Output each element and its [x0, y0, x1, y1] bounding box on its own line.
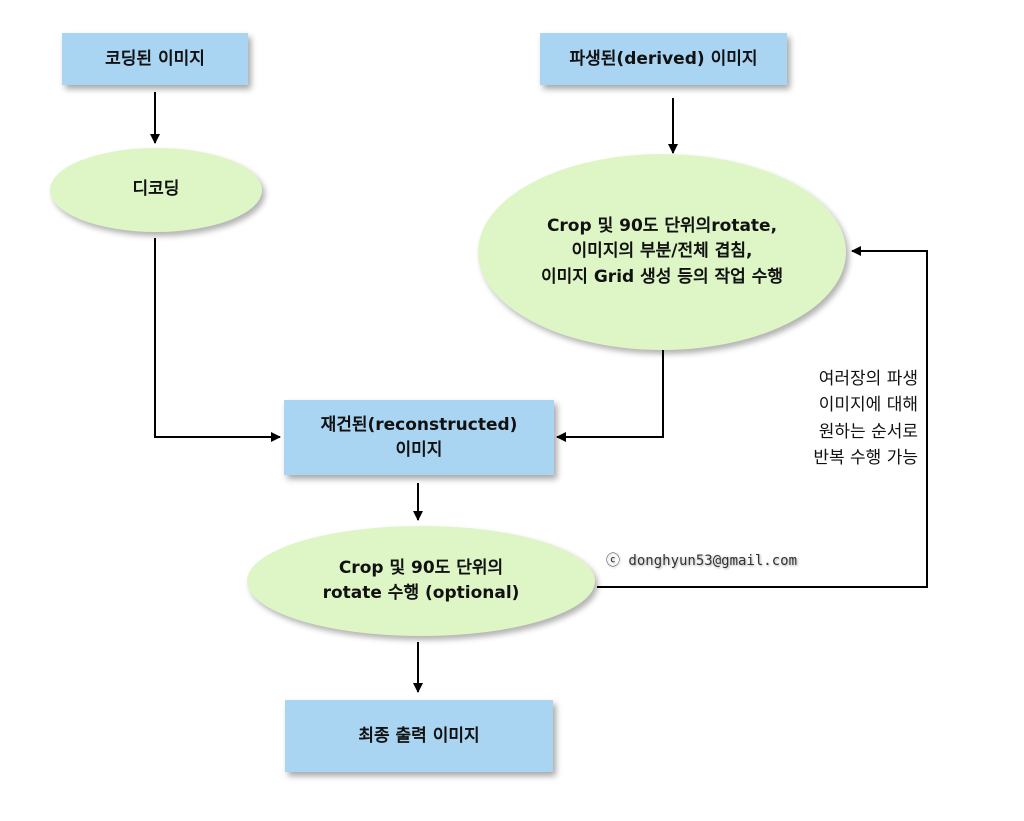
crop-rotate-line-2: rotate 수행 (optional) [322, 583, 520, 603]
reconstructed-line-2: 이미지 [395, 439, 443, 460]
coded-image-label: 코딩된 이미지 [105, 48, 205, 69]
reconstructed-image-box: 재건된(reconstructed) 이미지 [284, 400, 554, 475]
crop-rotate-lines: Crop 및 90도 단위의 rotate 수행 (optional) [323, 556, 520, 607]
arrow-decoding-to-reconstructed [154, 238, 281, 442]
crop-rotate-line-1: Crop 및 90도 단위의 [338, 557, 504, 578]
final-output-box: 최종 출력 이미지 [285, 700, 553, 772]
final-output-label: 최종 출력 이미지 [358, 725, 480, 746]
coded-image-box: 코딩된 이미지 [62, 33, 248, 85]
repeat-note-line-1: 여러장의 파생 [818, 369, 918, 389]
derived-image-box: 파생된(derived) 이미지 [540, 33, 787, 85]
derived-ops-line-1: Crop 및 90도 단위의rotate, [546, 215, 778, 236]
repeat-note-line-3: 원하는 순서로 [818, 421, 918, 442]
copyright-watermark: ⓒ donghyun53@gmail.com [606, 553, 798, 569]
derived-ops-ellipse: Crop 및 90도 단위의rotate, 이미지의 부분/전체 겹침, 이미지… [478, 154, 846, 350]
arrow-loop-back [597, 246, 928, 588]
derived-ops-lines: Crop 및 90도 단위의rotate, 이미지의 부분/전체 겹침, 이미지… [541, 214, 783, 291]
derived-ops-line-2: 이미지의 부분/전체 겹침, [571, 241, 753, 262]
reconstructed-line-1: 재건된(reconstructed) [320, 414, 518, 435]
repeat-note-line-2: 이미지에 대해 [818, 395, 918, 416]
crop-rotate-ellipse: Crop 및 90도 단위의 rotate 수행 (optional) [247, 526, 595, 636]
repeat-note-line-4: 반복 수행 가능 [813, 448, 918, 469]
arrow-ops-to-reconstructed [556, 350, 664, 442]
reconstructed-lines: 재건된(reconstructed) 이미지 [321, 413, 518, 462]
repeat-note: 여러장의 파생 이미지에 대해 원하는 순서로 반복 수행 가능 [760, 366, 918, 471]
decoding-ellipse: 디코딩 [50, 148, 262, 232]
derived-image-label: 파생된(derived) 이미지 [569, 48, 758, 69]
decoding-label: 디코딩 [132, 179, 180, 200]
derived-ops-line-3: 이미지 Grid 생성 등의 작업 수행 [541, 266, 783, 287]
